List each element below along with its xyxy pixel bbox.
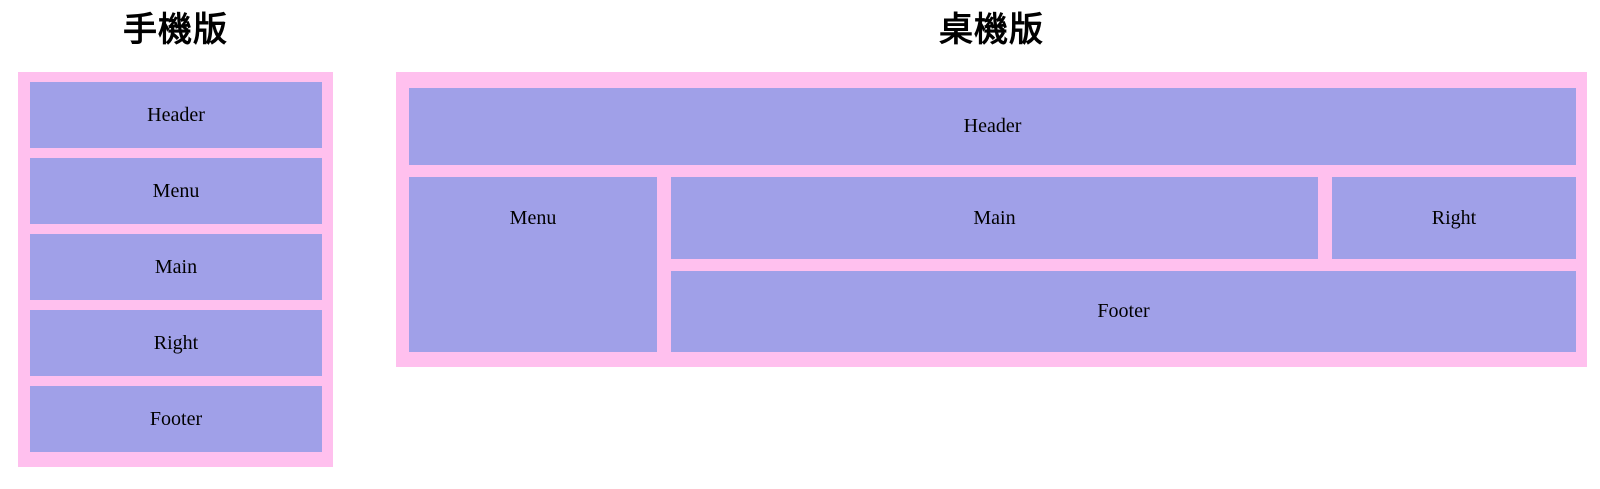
desktop-header-box: Header [409, 88, 1576, 165]
desktop-menu-box: Menu [409, 177, 657, 352]
desktop-layout-container: Header Menu Main Right Footer [396, 72, 1587, 367]
mobile-menu-box: Menu [30, 158, 322, 224]
mobile-main-box: Main [30, 234, 322, 300]
desktop-main-box: Main [671, 177, 1318, 259]
mobile-header-box: Header [30, 82, 322, 148]
mobile-layout-container: Header Menu Main Right Footer [18, 72, 333, 467]
mobile-footer-box: Footer [30, 386, 322, 452]
desktop-footer-box: Footer [671, 271, 1576, 352]
desktop-right-box: Right [1332, 177, 1576, 259]
desktop-version-title: 桌機版 [939, 11, 1044, 49]
mobile-version-title: 手機版 [123, 11, 228, 49]
mobile-right-box: Right [30, 310, 322, 376]
